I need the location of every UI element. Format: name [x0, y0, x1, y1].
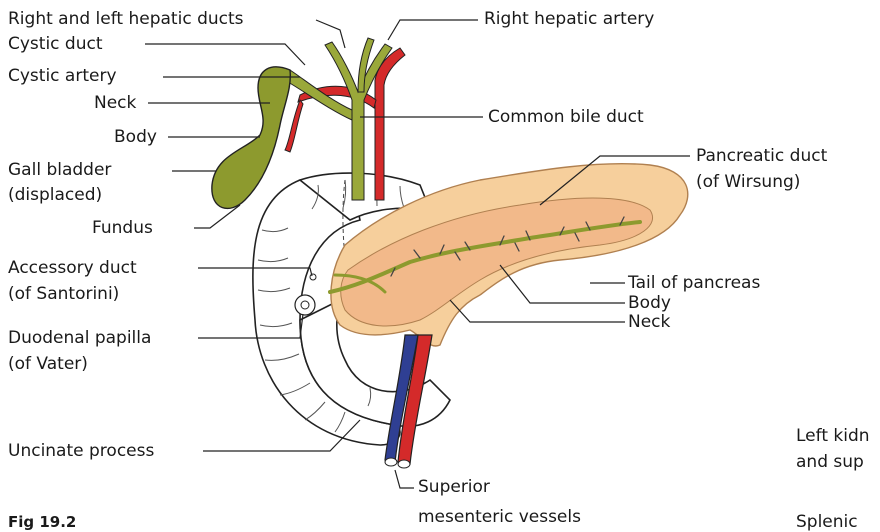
label-fundus: Fundus — [92, 218, 153, 238]
label-cystic-duct: Cystic duct — [8, 34, 103, 54]
label-of-santorini: (of Santorini) — [8, 284, 119, 304]
label-superior: Superior — [418, 477, 490, 497]
label-of-wirsung: (of Wirsung) — [696, 172, 800, 192]
label-accessory-duct: Accessory duct — [8, 258, 137, 278]
label-body: Body — [114, 127, 157, 147]
label-right-left-hepatic-ducts: Right and left hepatic ducts — [8, 9, 244, 29]
label-and-sup-partial: and sup — [796, 452, 864, 472]
label-duodenal-papilla: Duodenal papilla — [8, 328, 151, 348]
label-gall-bladder: Gall bladder — [8, 160, 111, 180]
label-neck: Neck — [94, 93, 136, 113]
label-uncinate-process: Uncinate process — [8, 441, 154, 461]
figure-number: Fig 19.2 — [8, 512, 76, 532]
label-displaced: (displaced) — [8, 185, 102, 205]
label-right-hepatic-artery: Right hepatic artery — [484, 9, 654, 29]
label-pancreas-body: Body — [628, 293, 671, 313]
label-splenic-partial: Splenic — [796, 512, 858, 532]
label-of-vater: (of Vater) — [8, 354, 88, 374]
label-pancreatic-duct: Pancreatic duct — [696, 146, 827, 166]
gall-bladder — [212, 67, 290, 209]
label-tail-of-pancreas: Tail of pancreas — [628, 273, 760, 293]
label-common-bile-duct: Common bile duct — [488, 107, 644, 127]
label-mesenteric-vessels: mesenteric vessels — [418, 507, 581, 527]
label-cystic-artery: Cystic artery — [8, 66, 117, 86]
label-left-kidney-partial: Left kidn — [796, 426, 870, 446]
label-pancreas-neck: Neck — [628, 312, 670, 332]
